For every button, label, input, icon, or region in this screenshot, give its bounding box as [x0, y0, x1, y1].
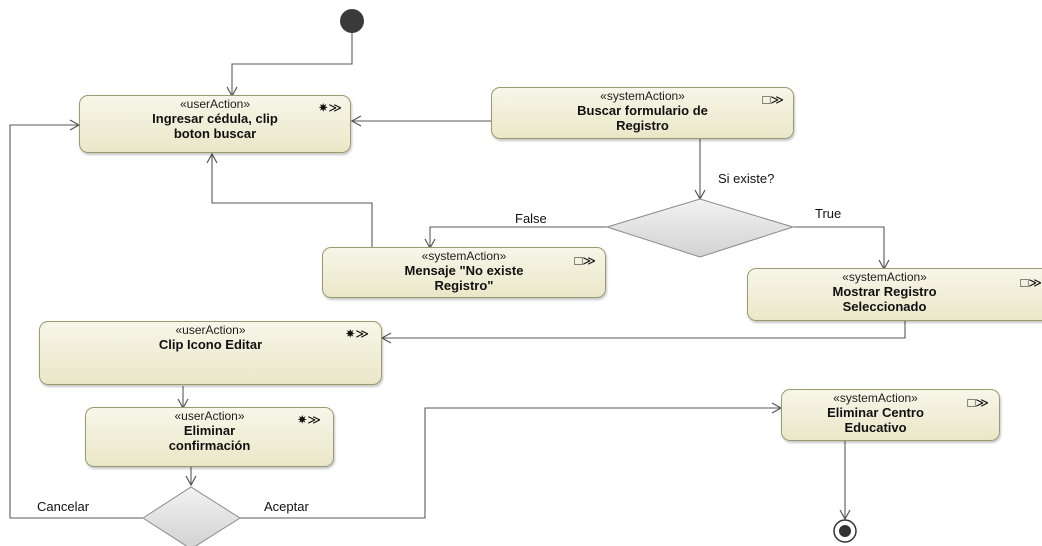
edge-decision-false: [424, 226, 607, 250]
label-si-existe: Si existe?: [718, 171, 775, 186]
action-label: Mensaje "No existe Registro": [404, 263, 524, 293]
stereotype: «systemAction»: [833, 391, 918, 405]
action-label: Ingresar cédula, clip boton buscar: [152, 111, 278, 141]
action-buscar-formulario: «systemAction» Buscar formulario de Regi…: [491, 87, 794, 139]
label-aceptar: Aceptar: [264, 499, 309, 514]
action-label: Eliminar Centro Educativo: [827, 405, 924, 435]
actor-arrow-icon: 🟎≫: [344, 326, 369, 341]
edge-cancelar: [9, 119, 143, 519]
edge-decision-true: [793, 226, 890, 271]
system-arrow-icon: □≫: [967, 395, 989, 410]
stereotype: «systemAction»: [842, 270, 927, 284]
action-label: Buscar formulario de Registro: [577, 103, 708, 133]
label-false: False: [515, 211, 547, 226]
action-label: Eliminar confirmación: [168, 423, 251, 453]
edge-aceptar: [240, 402, 783, 519]
stereotype: «userAction»: [174, 409, 245, 423]
system-arrow-icon: □≫: [574, 253, 596, 268]
stereotype: «systemAction»: [421, 249, 507, 263]
label-true: True: [815, 206, 842, 221]
decision-confirmacion: [142, 486, 241, 546]
initial-node: [340, 9, 364, 33]
action-eliminar-centro: «systemAction» Eliminar Centro Educativo…: [781, 389, 1000, 441]
system-arrow-icon: □≫: [1020, 275, 1042, 290]
edge-mensaje-to-ingresar: [206, 152, 373, 248]
action-clip-icono-editar: «userAction» Clip Icono Editar 🟎≫: [39, 321, 382, 385]
action-label: Clip Icono Editar: [158, 337, 263, 352]
actor-arrow-icon: 🟎≫: [296, 412, 321, 427]
actor-arrow-icon: 🟎≫: [317, 100, 342, 115]
label-cancelar: Cancelar: [37, 499, 90, 514]
decision-si-existe: [605, 198, 795, 258]
final-node-core: [839, 525, 851, 537]
stereotype: «systemAction»: [600, 89, 685, 103]
action-eliminar-confirmacion: «userAction» Eliminar confirmación 🟎≫: [85, 407, 334, 467]
edge-initial-to-ingresar: [226, 33, 353, 98]
edge-mostrar-to-editar: [380, 321, 906, 344]
action-ingresar-cedula: «userAction» Ingresar cédula, clip boton…: [79, 95, 351, 153]
system-arrow-icon: □≫: [762, 92, 784, 107]
action-mensaje-no-existe: «systemAction» Mensaje "No existe Regist…: [322, 247, 606, 298]
action-mostrar-registro: «systemAction» Mostrar Registro Seleccio…: [747, 268, 1042, 321]
stereotype: «userAction»: [175, 323, 246, 337]
action-label: Mostrar Registro Seleccionado: [832, 284, 937, 314]
stereotype: «userAction»: [179, 97, 251, 111]
